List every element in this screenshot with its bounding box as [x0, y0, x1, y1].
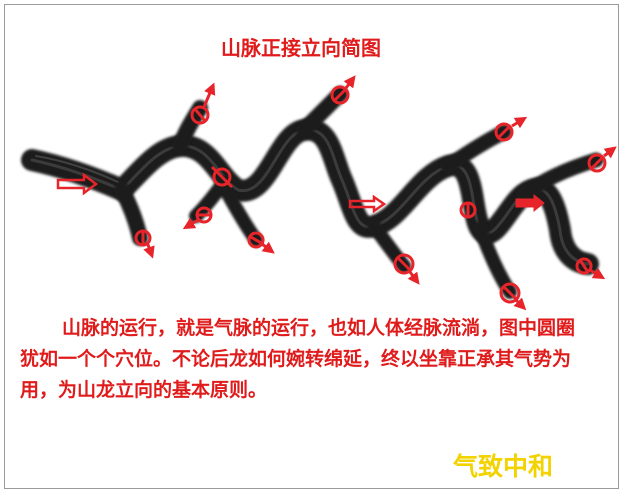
description-text: 山脉的运行，就是气脉的运行，也如人体经脉流淌，图中圆圈犹如一个个穴位。不论后龙如… [20, 317, 576, 401]
diagram-title: 山脉正接立向简图 [221, 36, 381, 60]
acupoint-marker-icon [247, 231, 275, 254]
acupoint-marker-icon [210, 165, 234, 189]
flow-arrow-icon [515, 193, 545, 213]
acupoint-marker-icon [182, 206, 213, 230]
watermark: 气致中和 [453, 452, 554, 481]
acupoint-marker-icon [459, 201, 477, 219]
branch-spur [516, 152, 604, 202]
branch-spur [172, 100, 208, 154]
flow-arrow-icon [56, 172, 99, 196]
flow-arrows [56, 172, 545, 214]
acupoint-marker-icon [499, 282, 527, 311]
ridge-branches [114, 86, 604, 299]
acupoint-marker-icon [134, 229, 155, 259]
acupoint-marker-icon [190, 82, 216, 125]
acupoint-markers [134, 75, 617, 311]
branch-spur [473, 221, 517, 299]
acupoint-marker-icon [587, 146, 617, 173]
acupoint-marker-icon [393, 253, 420, 285]
acupoint-marker-icon [330, 75, 356, 105]
diagram-frame [4, 4, 619, 489]
acupoint-marker-icon [494, 116, 528, 142]
branch-spur [114, 182, 148, 246]
branch-spur [221, 187, 263, 247]
acupoint-marker-icon [575, 257, 606, 280]
main-ridge [21, 118, 599, 275]
branch-spur [440, 124, 512, 174]
flow-arrow-icon [348, 194, 387, 214]
